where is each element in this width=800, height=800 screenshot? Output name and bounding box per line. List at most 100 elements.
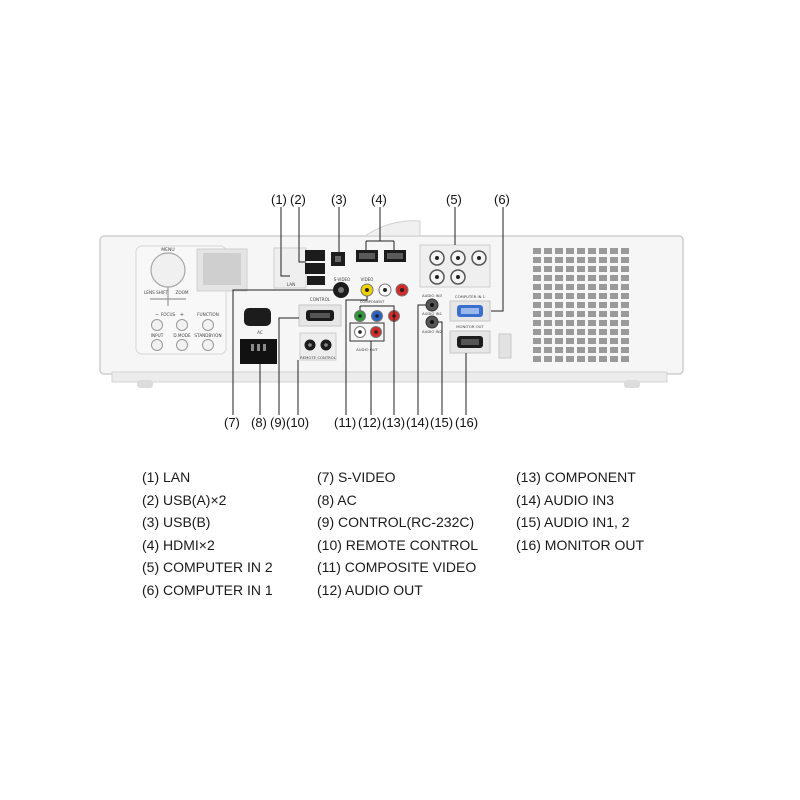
vent-slot — [577, 257, 585, 263]
vent-slot — [621, 356, 629, 362]
input-label: INPUT — [151, 333, 164, 338]
video-label: VIDEO — [361, 277, 374, 282]
vent-slot — [610, 293, 618, 299]
vent-slot — [588, 293, 596, 299]
monitor-out-pins — [461, 339, 479, 345]
computer-in1-pins — [461, 308, 479, 314]
vent-slot — [544, 347, 552, 353]
bnc-2-inner — [456, 256, 460, 260]
vent-slot — [555, 284, 563, 290]
vent-slot — [588, 311, 596, 317]
vent-slot — [599, 338, 607, 344]
legend-item: (11) COMPOSITE VIDEO — [317, 559, 477, 575]
side-tab — [498, 333, 512, 359]
vent-slot — [599, 311, 607, 317]
projector-rear-diagram: MENU LENS SHIFT ZOOM FOCUS − + FUNCTION … — [99, 192, 684, 430]
audio-in2-label: AUDIO IN2 — [422, 329, 443, 334]
vent-slot — [544, 275, 552, 281]
hdmi-inner-1 — [359, 253, 375, 259]
standby-button — [202, 339, 214, 351]
vent-slot — [577, 356, 585, 362]
vent-slot — [555, 257, 563, 263]
standby-label: STANDBY/ON — [194, 333, 221, 338]
vent-slot — [577, 275, 585, 281]
legend-item: (15) AUDIO IN1, 2 — [516, 514, 630, 530]
vent-slot — [533, 347, 541, 353]
vent-slot — [599, 248, 607, 254]
projector-base — [111, 371, 668, 383]
leader-11 — [345, 296, 368, 415]
legend-column-2: (7) S-VIDEO (8) AC (9) CONTROL(RC-232C) … — [317, 466, 478, 601]
vent-slot — [621, 338, 629, 344]
vent-slot — [610, 248, 618, 254]
lens-shift-label: LENS SHIFT — [144, 290, 168, 295]
audio-in1-label: AUDIO IN1 — [422, 311, 443, 316]
vent-slot — [555, 275, 563, 281]
vent-slot — [577, 284, 585, 290]
vent-slot — [577, 338, 585, 344]
vent-slot — [588, 329, 596, 335]
legend-item: (13) COMPONENT — [516, 469, 636, 485]
vent-slot — [577, 248, 585, 254]
vent-slot — [610, 356, 618, 362]
vent-slot — [599, 356, 607, 362]
foot-left — [137, 380, 153, 388]
callout-12: (12) — [358, 415, 382, 430]
vent-slot — [588, 347, 596, 353]
leader-13 — [360, 305, 395, 415]
s-video-inner — [338, 287, 344, 293]
hdmi-inner-2 — [387, 253, 403, 259]
lan-label: LAN — [287, 282, 295, 287]
vent-slot — [555, 347, 563, 353]
usb-a-port-1 — [305, 250, 325, 261]
legend-item: (7) S-VIDEO — [317, 469, 396, 485]
vent-slot — [533, 266, 541, 272]
callout-5: (5) — [446, 192, 462, 207]
vent-slot — [566, 320, 574, 326]
function-label: FUNCTION — [197, 312, 219, 317]
legend-item: (3) USB(B) — [142, 514, 211, 530]
bnc-1-inner — [435, 256, 439, 260]
vent-slot — [588, 302, 596, 308]
vent-slot — [599, 302, 607, 308]
leader-7 — [232, 289, 333, 415]
callout-11: (11) — [334, 415, 357, 430]
vent-slot — [588, 284, 596, 290]
callout-10: (10) — [286, 415, 310, 430]
vent-slot — [533, 311, 541, 317]
vent-slot — [599, 347, 607, 353]
bnc-3-inner — [477, 256, 481, 260]
vent-slot — [566, 311, 574, 317]
vent-slot — [566, 266, 574, 272]
leader-15 — [438, 321, 443, 415]
dmode-button — [176, 339, 188, 351]
callout-6: (6) — [494, 192, 510, 207]
callout-16: (16) — [455, 415, 479, 430]
audio-out-l-inner — [358, 330, 362, 334]
vent-slot — [533, 356, 541, 362]
audio-in3-label: AUDIO IN3 — [422, 293, 443, 298]
vent-slot — [577, 302, 585, 308]
vent-slot — [577, 266, 585, 272]
vent-slot — [577, 320, 585, 326]
audio-in-r-inner — [400, 288, 404, 292]
vent-slot — [544, 302, 552, 308]
component-label: COMPONENT — [360, 299, 385, 304]
function-button — [202, 319, 214, 331]
lan-port — [307, 276, 325, 285]
vent-slot — [544, 320, 552, 326]
vent-slot — [610, 284, 618, 290]
audio-in3-inner — [430, 303, 434, 307]
lan-usb-panel — [273, 247, 307, 289]
vent-slot — [555, 311, 563, 317]
leader-1 — [280, 207, 290, 277]
vent-slot — [588, 257, 596, 263]
vent-slot — [533, 284, 541, 290]
component-cb-inner — [375, 314, 379, 318]
monitor-out-label: MONITOR OUT — [456, 324, 484, 329]
vent-slot — [588, 338, 596, 344]
vent-slot — [566, 347, 574, 353]
vent-slot — [588, 266, 596, 272]
remote-label: REMOTE CONTROL — [300, 355, 337, 360]
vent-slot — [544, 257, 552, 263]
